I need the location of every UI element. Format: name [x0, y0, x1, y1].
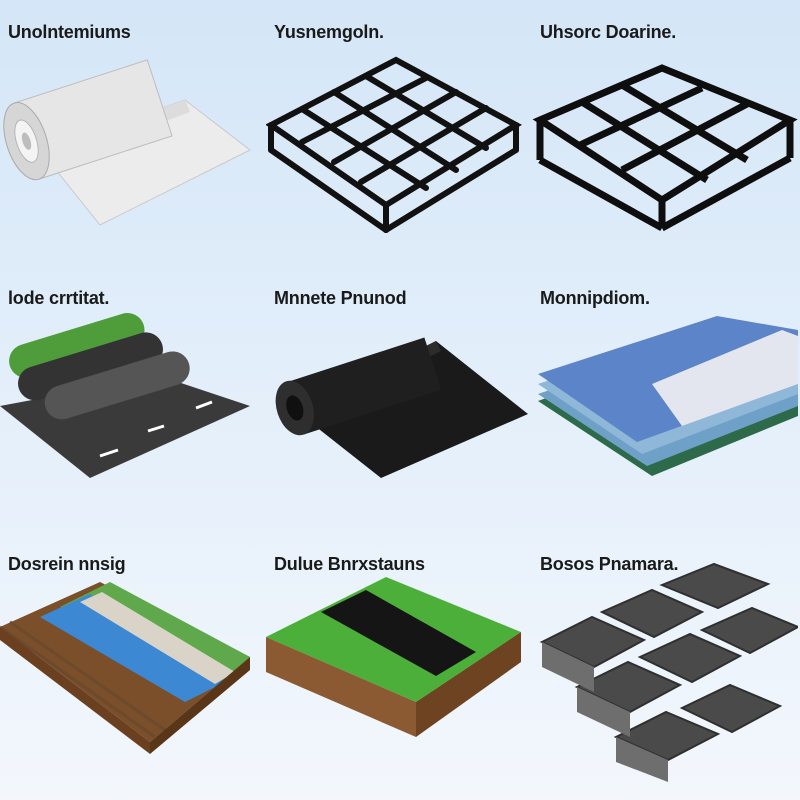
tile-1: Unolntemiums	[0, 0, 266, 266]
tile-3: Uhsorc Doarine.	[532, 0, 798, 266]
concrete-blocks-icon	[539, 562, 798, 782]
tile-8: Dulue Bnrxstauns	[266, 532, 532, 798]
tile-6: Monnipdiom.	[532, 266, 798, 532]
layered-rolls-icon	[0, 312, 250, 478]
tile-label: Dosrein nnsig	[8, 554, 126, 574]
tile-label: Bosos Pnamara.	[540, 554, 679, 574]
tile-label: Dulue Bnrxstauns	[274, 554, 425, 574]
grass-liner-cross-section-icon	[266, 577, 521, 737]
tile-2: Yusnemgoln.	[266, 0, 532, 266]
black-frame-grid-icon	[532, 64, 798, 232]
tile-9: Bosos Pnamara.	[532, 532, 798, 798]
tile-label: Yusnemgoln.	[274, 22, 384, 42]
tile-label: Unolntemiums	[8, 22, 131, 42]
black-membrane-roll-icon	[275, 337, 528, 478]
fabric-roll-icon	[3, 59, 251, 226]
tile-label: Monnipdiom.	[540, 288, 650, 308]
tile-4: lode crrtitat.	[0, 266, 266, 532]
tile-label: Uhsorc Doarine.	[540, 22, 677, 42]
stacked-color-sheets-icon	[538, 316, 798, 476]
tile-7: Dosrein nnsig	[0, 532, 266, 798]
tile-label: Mnnete Pnunod	[274, 288, 407, 308]
slope-channel-cross-section-icon	[0, 582, 250, 754]
tile-5: Mnnete Pnunod	[266, 266, 532, 532]
black-geocell-lattice-icon	[266, 56, 522, 233]
tile-label: lode crrtitat.	[8, 288, 110, 308]
